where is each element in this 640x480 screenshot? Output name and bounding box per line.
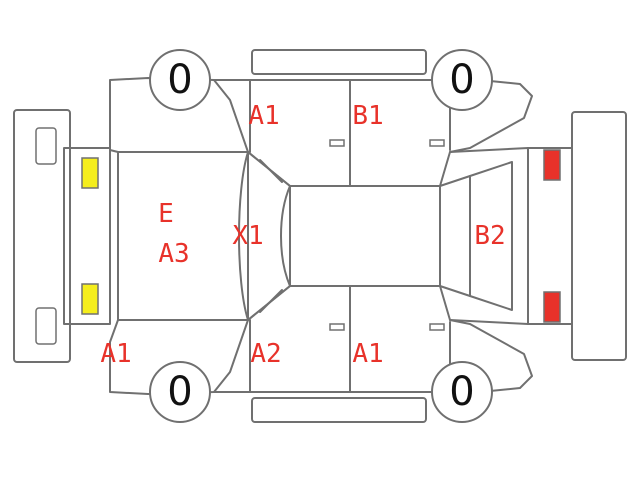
top-side-skirt — [251, 49, 427, 75]
wheel-rear-top-value: 0 — [449, 57, 474, 103]
code-front-bumper-bottom: A1 — [100, 339, 131, 369]
headlight-bottom — [81, 283, 99, 315]
front-bumper — [13, 109, 71, 363]
code-roof-rear-top: B1 — [352, 101, 383, 131]
code-roof-front-top: A1 — [248, 101, 279, 131]
code-windshield: X1 — [232, 221, 263, 251]
headlight-top — [81, 157, 99, 189]
taillight-top — [543, 149, 561, 181]
wheel-rear-bottom-value: 0 — [449, 369, 474, 415]
wheel-front-top-value: 0 — [167, 57, 192, 103]
rear-bumper — [571, 111, 627, 361]
code-rear-panel: B2 — [474, 221, 505, 251]
wheel-front-bottom: 0 — [149, 361, 211, 423]
top-view-body — [63, 147, 573, 325]
wheel-rear-bottom: 0 — [431, 361, 493, 423]
taillight-bottom — [543, 291, 561, 323]
code-hood-e: E — [158, 199, 174, 229]
code-front-door-bottom: A2 — [250, 339, 281, 369]
wheel-rear-top: 0 — [431, 49, 493, 111]
wheel-front-top: 0 — [149, 49, 211, 111]
code-rear-door-bottom: A1 — [352, 339, 383, 369]
wheel-front-bottom-value: 0 — [167, 369, 192, 415]
code-hood-a3: A3 — [158, 239, 189, 269]
bottom-side-skirt — [251, 397, 427, 423]
